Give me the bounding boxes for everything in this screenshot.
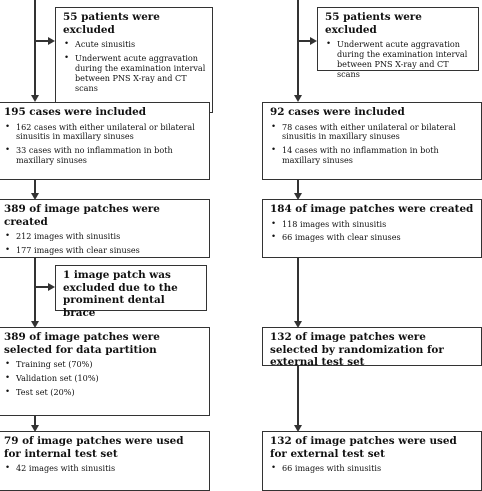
left-partition-item: Validation set (10%) [4, 373, 203, 384]
left-patches-box: 389 of image patches were created 212 im… [0, 199, 210, 258]
left-partition-list: Training set (70%) Validation set (10%) … [4, 359, 203, 398]
right-randomization-box: 132 of image patches were selected by ra… [262, 327, 482, 368]
right-patches-item: 66 images with clear sinuses [270, 233, 475, 244]
left-test-box: 79 of image patches were used for intern… [0, 431, 210, 491]
left-patches-title: 389 of image patches were created [4, 203, 160, 228]
right-test-title: 132 of image patches were used for exter… [270, 435, 457, 460]
flowchart: 55 patients were excluded Acute sinusiti… [0, 0, 474, 474]
left-included-title: 195 cases were included [4, 106, 147, 118]
left-branch-patch-excluded [34, 286, 48, 288]
left-excluded-item: Underwent acute aggravation during the e… [63, 53, 206, 94]
right-patches-list: 118 images with sinusitis 66 images with… [270, 219, 475, 244]
left-arrow-test [31, 425, 39, 432]
right-arrow-randomization [294, 321, 302, 328]
left-patches-item: 212 images with sinusitis [4, 231, 203, 242]
right-connector-2 [297, 258, 299, 321]
left-excluded-title: 55 patients were excluded [63, 11, 160, 36]
left-test-list: 42 images with sinusitis [4, 463, 203, 474]
left-included-list: 162 cases with either unilateral or bila… [4, 122, 203, 167]
left-trunk-top [34, 0, 36, 95]
left-included-item: 162 cases with either unilateral or bila… [4, 122, 203, 143]
right-patches-box: 184 of image patches were created 118 im… [262, 199, 482, 258]
right-included-item: 14 cases with no inflammation in both ma… [270, 145, 475, 166]
right-trunk-top [297, 0, 299, 95]
left-partition-item: Training set (70%) [4, 359, 203, 370]
left-connector-1 [34, 180, 36, 193]
left-excluded-item: Acute sinusitis [63, 39, 206, 50]
left-partition-item: Test set (20%) [4, 387, 203, 398]
right-excluded-box: 55 patients were excluded Underwent acut… [317, 7, 479, 79]
right-included-title: 92 cases were included [270, 106, 405, 118]
left-patches-item: 177 images with clear sinuses [4, 245, 203, 256]
left-test-title: 79 of image patches were used for intern… [4, 435, 184, 460]
left-included-item: 33 cases with no inflammation in both ma… [4, 145, 203, 166]
right-arrow-included [294, 95, 302, 102]
right-test-box: 132 of image patches were used for exter… [262, 431, 482, 491]
left-arrow-excluded [48, 37, 55, 45]
left-partition-title: 389 of image patches were selected for d… [4, 331, 160, 356]
left-patch-excluded-box: 1 image patch was excluded due to the pr… [55, 265, 207, 319]
left-excluded-box: 55 patients were excluded Acute sinusiti… [55, 7, 213, 113]
right-branch-excluded [297, 40, 310, 42]
right-connector-3 [297, 366, 299, 426]
right-test-item: 66 images with sinusitis [270, 463, 475, 474]
right-randomization-title: 132 of image patches were selected by ra… [270, 331, 444, 368]
right-included-list: 78 cases with either unilateral or bilat… [270, 122, 475, 167]
left-arrow-patches [31, 193, 39, 200]
left-patches-list: 212 images with sinusitis 177 images wit… [4, 231, 203, 256]
right-excluded-item: Underwent acute aggravation during the e… [325, 39, 472, 80]
right-patches-item: 118 images with sinusitis [270, 219, 475, 230]
left-arrow-included [31, 95, 39, 102]
right-test-list: 66 images with sinusitis [270, 463, 475, 474]
right-connector-1 [297, 180, 299, 193]
right-arrow-excluded [310, 37, 317, 45]
left-connector-3 [34, 416, 36, 426]
left-excluded-list: Acute sinusitis Underwent acute aggravat… [63, 39, 206, 94]
left-patch-excluded-title: 1 image patch was excluded due to the pr… [63, 269, 178, 319]
right-included-item: 78 cases with either unilateral or bilat… [270, 122, 475, 143]
left-connector-2 [34, 258, 36, 321]
right-patches-title: 184 of image patches were created [270, 203, 474, 215]
right-included-box: 92 cases were included 78 cases with eit… [262, 102, 482, 180]
right-excluded-list: Underwent acute aggravation during the e… [325, 39, 472, 80]
left-arrow-patch-excluded [48, 283, 55, 291]
left-test-item: 42 images with sinusitis [4, 463, 203, 474]
left-arrow-partition [31, 321, 39, 328]
right-arrow-patches [294, 193, 302, 200]
right-arrow-test [294, 425, 302, 432]
left-included-box: 195 cases were included 162 cases with e… [0, 102, 210, 180]
left-partition-box: 389 of image patches were selected for d… [0, 327, 210, 416]
left-branch-excluded [34, 40, 48, 42]
right-excluded-title: 55 patients were excluded [325, 11, 422, 36]
